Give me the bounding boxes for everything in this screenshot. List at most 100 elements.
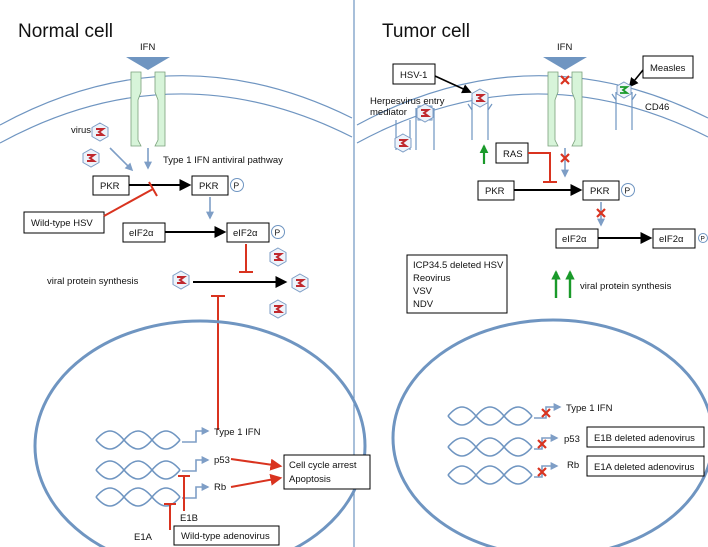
ifn-pathway-label: Type 1 IFN antiviral pathway xyxy=(163,155,283,166)
virus-icon xyxy=(82,148,100,168)
svg-text:Apoptosis: Apoptosis xyxy=(289,474,331,485)
outer-membrane xyxy=(356,75,708,126)
rb-label: Rb xyxy=(567,460,579,471)
ifn-receptor-right xyxy=(154,71,166,147)
ras-box: RAS xyxy=(495,142,529,164)
ifn-receptor-right xyxy=(571,71,583,147)
oncolytic-virus-list-box: ICP34.5 deleted HSV Reovirus VSV NDV xyxy=(406,254,508,314)
hsv-inhibition-line xyxy=(103,188,154,217)
virus-icon xyxy=(269,247,287,267)
nucleus xyxy=(391,318,708,547)
svg-text:Cell cycle arrest: Cell cycle arrest xyxy=(289,460,357,471)
svg-text:PKR: PKR xyxy=(100,181,120,192)
svg-text:PKR: PKR xyxy=(590,186,610,197)
virus-arrow xyxy=(109,147,134,172)
svg-text:Measles: Measles xyxy=(650,63,686,74)
virus-list-item: NDV xyxy=(413,299,434,310)
virus-list-item: VSV xyxy=(413,286,433,297)
viral-protein-synthesis-label: viral protein synthesis xyxy=(580,281,672,292)
cell-cycle-arrest-box: Cell cycle arrest Apoptosis xyxy=(283,454,371,490)
virus-icon xyxy=(291,273,309,293)
phosphate-icon: P xyxy=(230,178,244,192)
measles-binding-arrow xyxy=(628,69,644,88)
dna-helix-3 xyxy=(95,487,181,507)
svg-text:PKR: PKR xyxy=(199,181,219,192)
dna-helix-1 xyxy=(95,430,181,450)
cd46-receptor xyxy=(611,92,637,130)
phosphate-icon: P xyxy=(621,183,635,197)
p53-to-arrest-arrow xyxy=(230,458,283,471)
eif2a-box: eIF2α xyxy=(122,222,166,243)
measles-box: Measles xyxy=(642,55,694,79)
rb-label: Rb xyxy=(214,482,226,493)
ifn-ligand-triangle xyxy=(543,57,587,70)
svg-text:eIF2α: eIF2α xyxy=(129,228,154,239)
svg-text:P: P xyxy=(234,181,240,191)
svg-text:eIF2α: eIF2α xyxy=(233,228,258,239)
ras-inhibition-line xyxy=(528,152,551,182)
e1a-deleted-adenovirus-box: E1A deleted adenovirus xyxy=(586,455,705,477)
virus-list-item: Reovirus xyxy=(413,273,451,284)
ifn-receptor-left xyxy=(547,71,559,147)
outer-membrane xyxy=(0,75,353,126)
tumor-cell-title: Tumor cell xyxy=(382,21,470,42)
normal-cell-title: Normal cell xyxy=(18,21,113,42)
dna-helix-2 xyxy=(447,437,533,457)
eif2a-box: eIF2α xyxy=(555,228,599,249)
dna-helix-2 xyxy=(95,460,181,480)
svg-text:eIF2α: eIF2α xyxy=(562,234,587,245)
svg-text:E1B deleted adenovirus: E1B deleted adenovirus xyxy=(594,433,695,444)
svg-text:PKR: PKR xyxy=(485,186,505,197)
e1b-label: E1B xyxy=(180,513,198,524)
type1-ifn-label: Type 1 IFN xyxy=(566,403,613,414)
hvem-receptor xyxy=(467,98,493,140)
e1a-label: E1A xyxy=(134,532,153,543)
virus-icon xyxy=(394,133,412,153)
eif2a-phospho-box: eIF2α xyxy=(652,228,696,249)
svg-text:P: P xyxy=(701,236,705,243)
herpesvirus-entry-label-1: Herpesvirus entry xyxy=(370,96,445,107)
svg-text:eIF2α: eIF2α xyxy=(659,234,684,245)
svg-text:Wild-type HSV: Wild-type HSV xyxy=(31,218,93,229)
svg-text:E1A deleted adenovirus: E1A deleted adenovirus xyxy=(594,462,695,473)
svg-text:P: P xyxy=(275,228,281,238)
wild-type-hsv-box: Wild-type HSV xyxy=(23,211,105,234)
ifn-ligand-triangle xyxy=(126,57,170,70)
dna-helix-1 xyxy=(447,406,533,426)
rb-to-arrest-arrow xyxy=(230,473,283,488)
phosphate-icon: P xyxy=(271,225,285,239)
inner-membrane xyxy=(0,93,353,144)
viral-protein-synthesis-label: viral protein synthesis xyxy=(47,276,139,287)
gene-arrow-type1-ifn xyxy=(182,427,210,443)
cd46-label: CD46 xyxy=(645,102,669,113)
hsv1-box: HSV-1 xyxy=(392,63,436,85)
pkr-phospho-box: PKR xyxy=(191,175,229,196)
pkr-box: PKR xyxy=(477,180,515,201)
ifn-label: IFN xyxy=(557,42,572,53)
inner-membrane xyxy=(356,93,708,144)
gene-arrow-p53 xyxy=(182,456,210,472)
virus-icon xyxy=(471,88,489,108)
virus-list-item: ICP34.5 deleted HSV xyxy=(413,260,504,271)
eif2a-phospho-box: eIF2α xyxy=(226,222,270,243)
wild-type-adenovirus-box: Wild-type adenovirus xyxy=(173,525,280,546)
p53-label: p53 xyxy=(564,434,580,445)
tumor-cell-panel: Tumor cell IFN HSV-1 Herpesvirus entry xyxy=(356,21,708,547)
p53-label: p53 xyxy=(214,455,230,466)
svg-text:Wild-type adenovirus: Wild-type adenovirus xyxy=(181,531,270,542)
ifn-label: IFN xyxy=(140,42,155,53)
svg-text:HSV-1: HSV-1 xyxy=(400,70,427,81)
type1-ifn-label: Type 1 IFN xyxy=(214,427,261,438)
virus-icon xyxy=(91,122,109,142)
normal-cell-panel: Normal cell IFN virus Type 1 IFN antivir… xyxy=(0,21,371,547)
svg-text:P: P xyxy=(625,186,631,196)
virus-icon xyxy=(269,299,287,319)
virus-icon xyxy=(172,270,190,290)
svg-text:RAS: RAS xyxy=(503,149,523,160)
ifn-receptor-left xyxy=(130,71,142,147)
herpesvirus-entry-label-2: mediator xyxy=(370,107,407,118)
virus-label: virus xyxy=(71,125,91,136)
e1b-deleted-adenovirus-box: E1B deleted adenovirus xyxy=(586,426,705,448)
hsv-inhibition-bar xyxy=(148,181,158,197)
